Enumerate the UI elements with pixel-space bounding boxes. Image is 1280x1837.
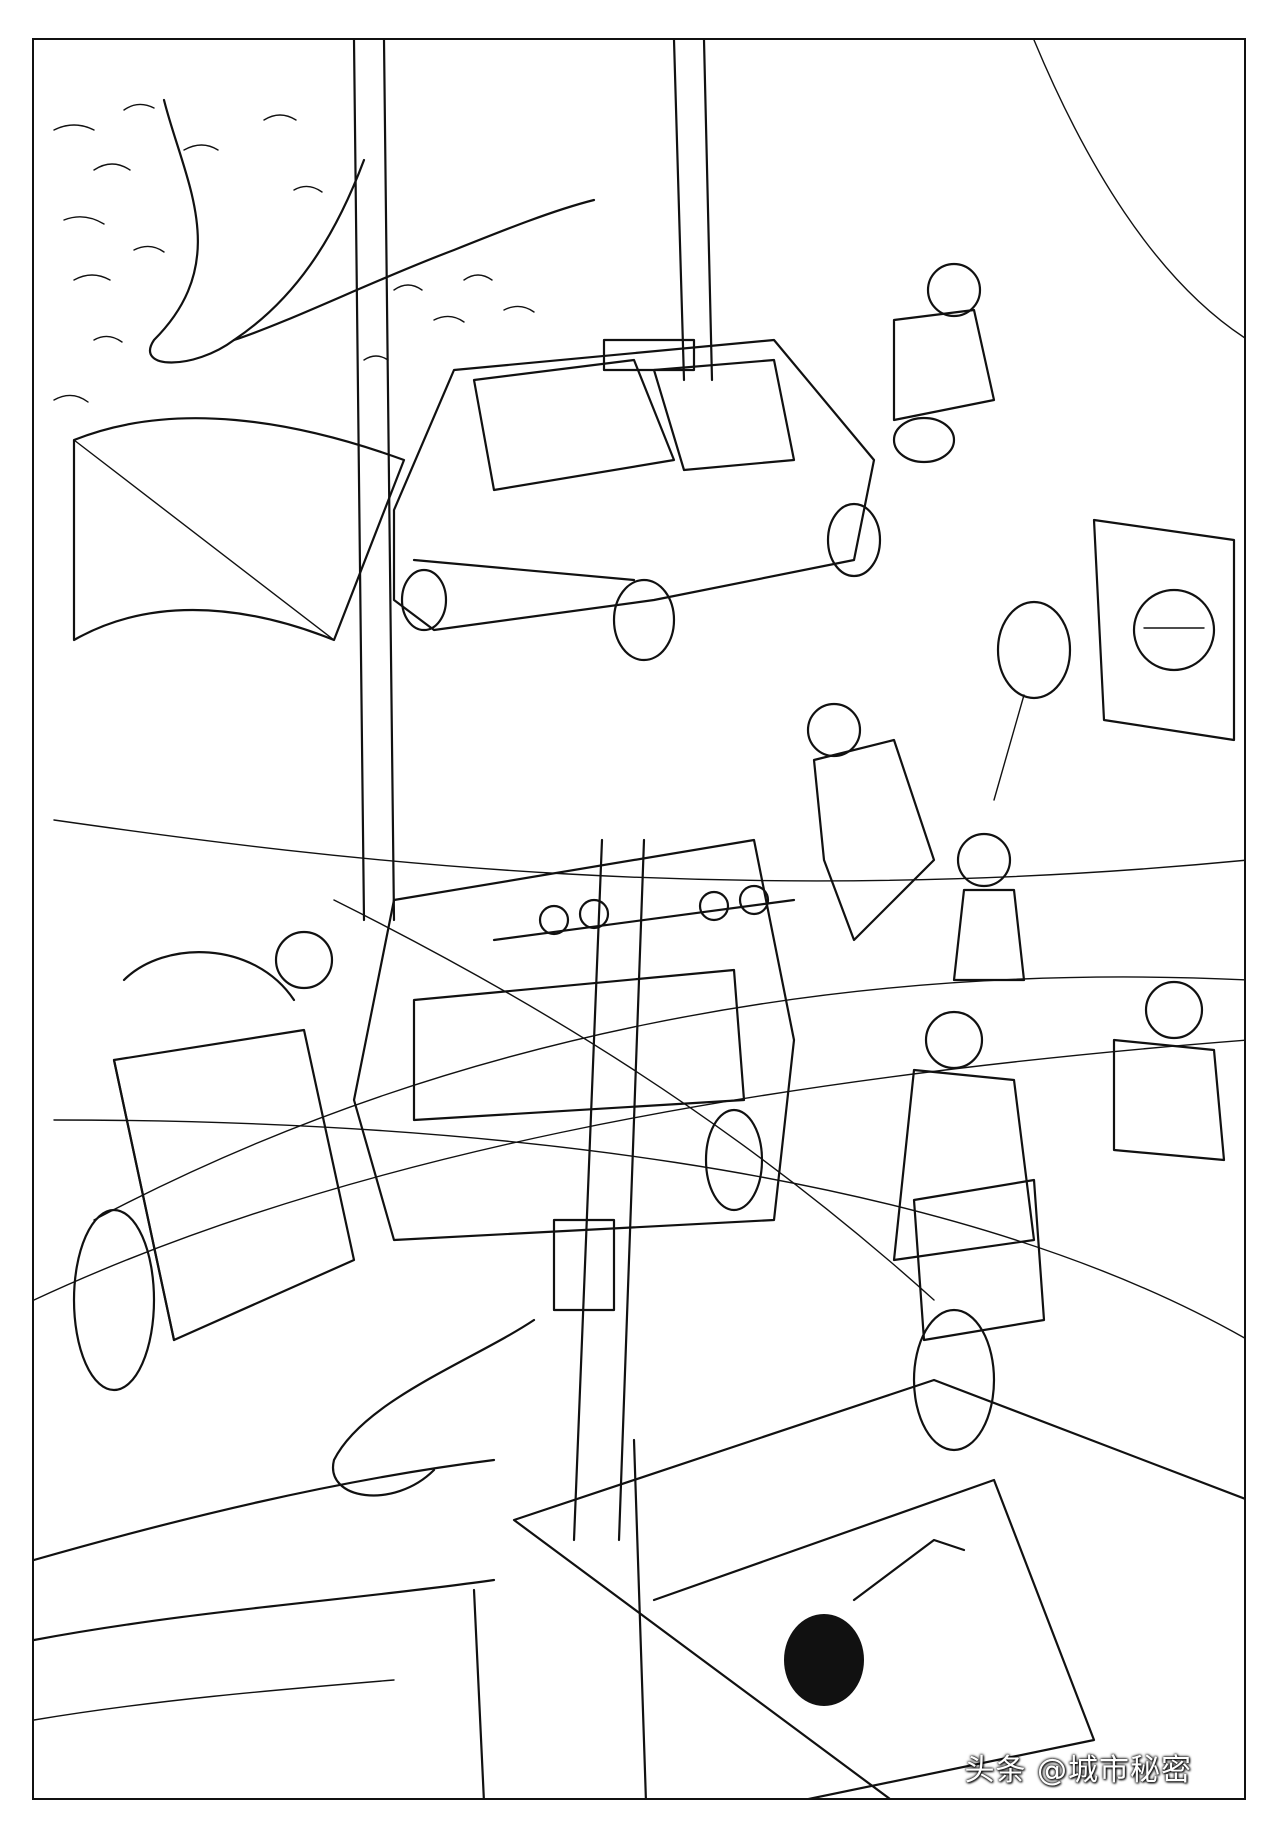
utility-pole (331, 838, 796, 1542)
overhead-wires (34, 40, 1244, 1339)
illustration-frame (32, 38, 1246, 1800)
window-elder (1092, 518, 1236, 742)
rooftops-left (34, 1458, 496, 1721)
street-scene-drawing (34, 40, 1244, 1798)
cargo-tricycle (72, 930, 356, 1392)
market-umbrella (72, 417, 406, 642)
sedan-car (352, 838, 796, 1242)
seated-woman (1112, 980, 1226, 1162)
rooftop-bed (472, 1378, 1244, 1798)
taxi-car (392, 338, 882, 662)
watermark-text: 头条 @城市秘密 (964, 1753, 1192, 1788)
laundry-woman (892, 262, 996, 464)
tree-canopy (53, 98, 596, 403)
tree-trunks (352, 40, 714, 922)
cyclists-group (806, 600, 1072, 1452)
